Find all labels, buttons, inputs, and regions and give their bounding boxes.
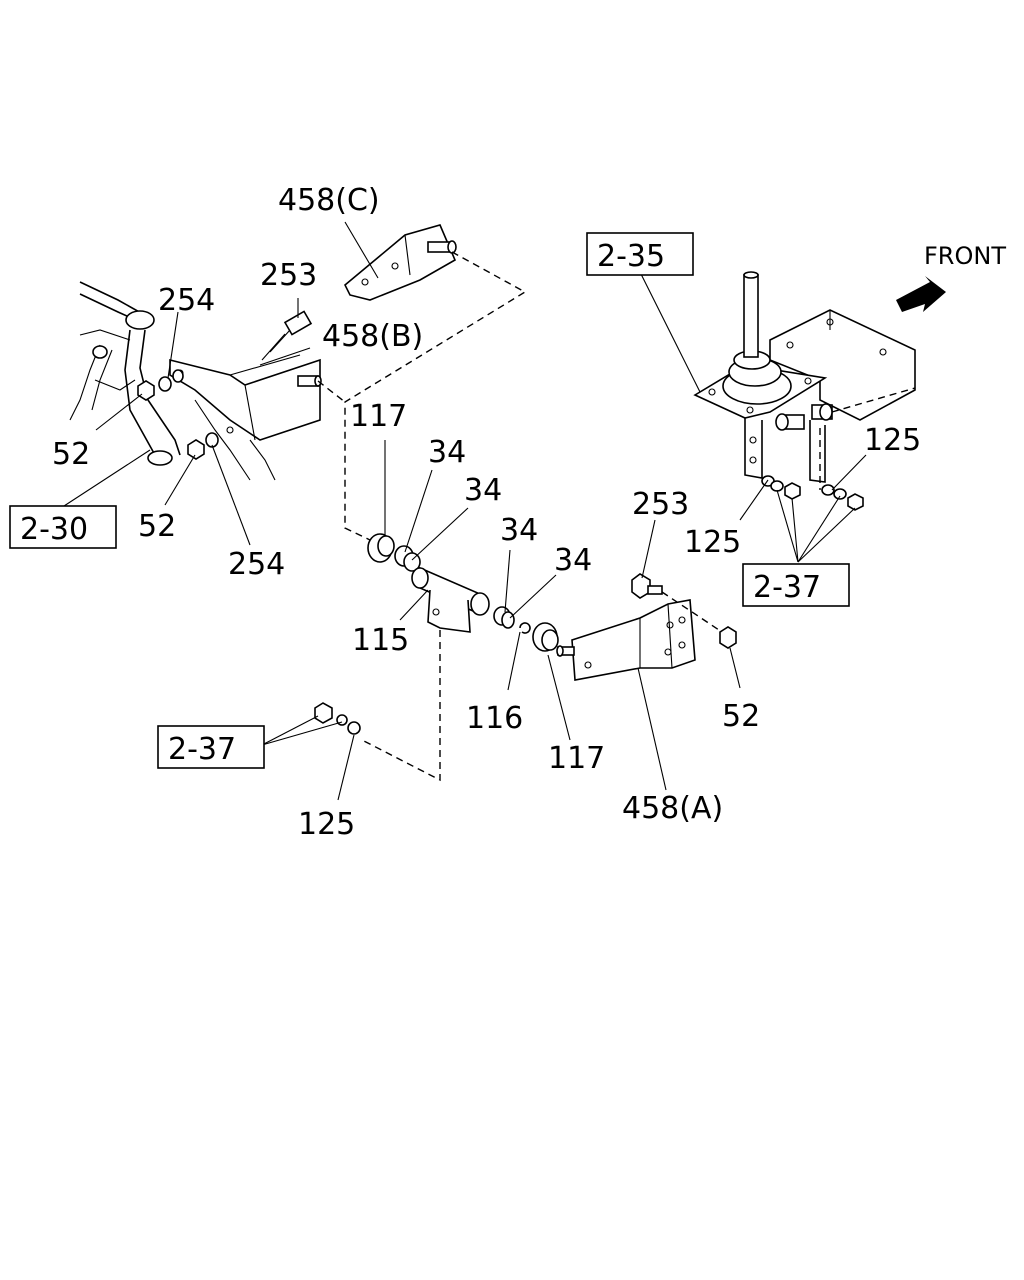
label-52-left-top: 52 — [52, 437, 90, 472]
svg-text:2-30: 2-30 — [20, 512, 88, 547]
svg-text:2-37: 2-37 — [753, 570, 821, 605]
label-34-a: 34 — [428, 435, 466, 470]
label-125-right-mid: 125 — [684, 525, 741, 560]
label-458a: 458(A) — [622, 791, 723, 826]
svg-text:2-37: 2-37 — [168, 732, 236, 767]
bracket-458a — [556, 599, 696, 681]
label-254-bottom: 254 — [228, 547, 285, 582]
left-fasteners — [137, 369, 219, 460]
connection-lines — [317, 251, 916, 782]
label-458c: 458(C) — [278, 183, 380, 218]
ref-box-2-30: 2-30 — [9, 505, 117, 549]
label-52-right: 52 — [722, 699, 760, 734]
label-254-top: 254 — [158, 283, 215, 318]
svg-text:2-35: 2-35 — [597, 239, 665, 274]
label-253-right: 253 — [632, 487, 689, 522]
leader-lines — [63, 221, 867, 801]
label-458b: 458(B) — [322, 319, 423, 354]
label-117-top: 117 — [350, 399, 407, 434]
label-117-bottom: 117 — [548, 741, 605, 776]
ref-box-2-37-left: 2-37 — [157, 725, 265, 769]
bracket-458c — [344, 224, 457, 301]
bolt-253-top — [261, 310, 313, 361]
ref-box-2-37-right: 2-37 — [742, 563, 850, 607]
label-115: 115 — [352, 623, 409, 658]
bell-crank-linkage — [69, 281, 181, 466]
cross-shaft-115 — [367, 533, 559, 652]
label-116: 116 — [466, 701, 523, 736]
bolt-253-right — [631, 573, 663, 599]
label-52-left-bottom: 52 — [138, 509, 176, 544]
front-label: FRONT — [924, 242, 1006, 270]
front-arrow-icon — [896, 276, 946, 312]
label-125-right-top: 125 — [864, 423, 921, 458]
label-34-b: 34 — [464, 473, 502, 508]
shifter-base-assembly — [693, 271, 916, 511]
ref-box-2-35: 2-35 — [586, 232, 694, 276]
label-253-top: 253 — [260, 258, 317, 293]
nut-52-right — [719, 626, 737, 649]
lower-left-fasteners — [314, 702, 361, 735]
label-34-c: 34 — [500, 513, 538, 548]
label-34-d: 34 — [554, 543, 592, 578]
label-125-bottom: 125 — [298, 807, 355, 842]
bracket-458b — [169, 354, 322, 481]
